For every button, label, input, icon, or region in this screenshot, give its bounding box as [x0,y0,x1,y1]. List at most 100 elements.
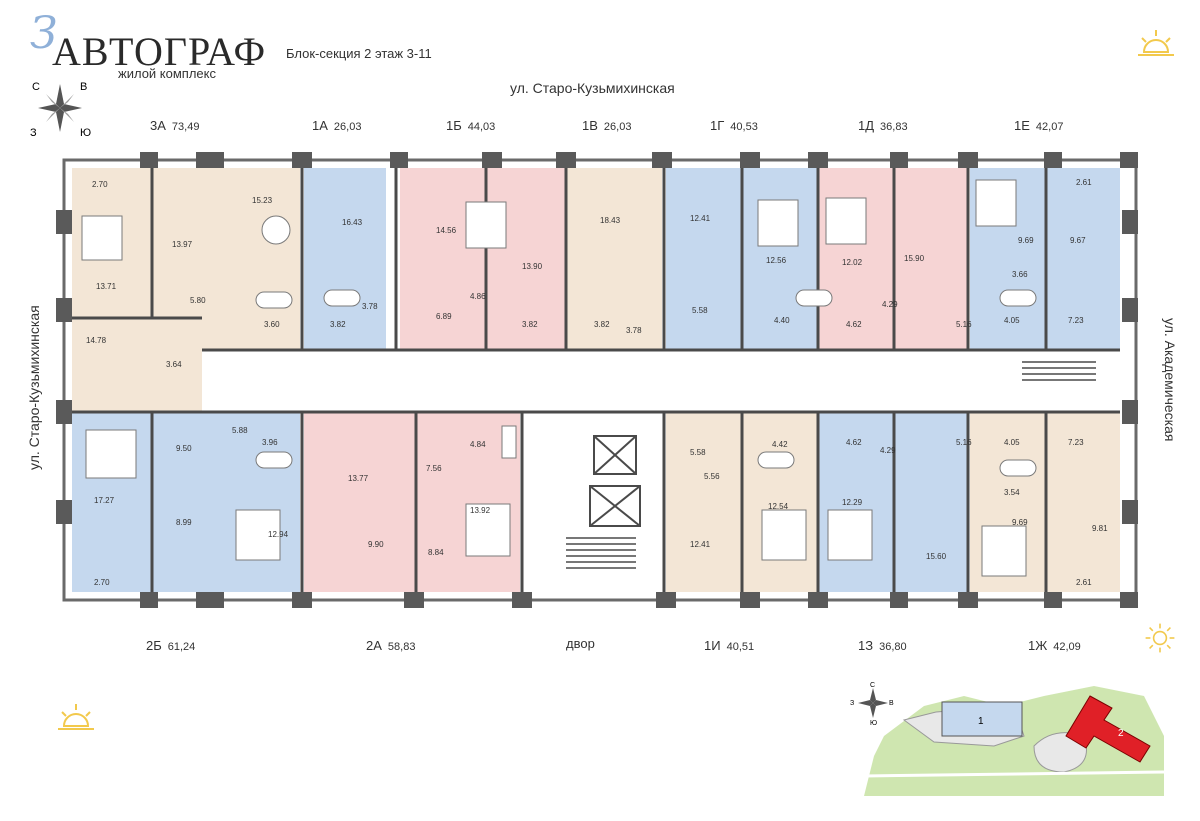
apt-1b [400,168,566,350]
room-area: 3.78 [362,302,378,311]
room-area: 9.69 [1018,236,1034,245]
corridor [202,352,1122,412]
room-area: 3.66 [1012,270,1028,279]
floor-plan [56,152,1138,608]
room-area: 5.56 [704,472,720,481]
compass-w: З [30,127,37,139]
street-label-right: ул. Академическая [1162,318,1178,442]
room-area: 3.82 [522,320,538,329]
site-plan: 1 2 [863,686,1165,796]
room-area: 12.02 [842,258,863,267]
room-area: 5.80 [190,296,206,305]
room-area: 4.62 [846,320,862,329]
room-area: 4.29 [880,446,896,455]
room-area: 2.70 [94,578,110,587]
compass-s: Ю [80,127,91,139]
compass-e: В [80,81,87,93]
room-area: 13.92 [470,506,491,515]
room-area: 5.16 [956,438,972,447]
room-area: 12.29 [842,498,863,507]
room-area: 9.81 [1092,524,1108,533]
room-area: 3.60 [264,320,280,329]
room-area: 12.41 [690,214,711,223]
room-area: 4.05 [1004,438,1020,447]
apt-2a [304,412,520,592]
room-area: 5.58 [690,448,706,457]
room-area: 12.56 [766,256,787,265]
room-area: 3.82 [330,320,346,329]
page-title: Блок-секция 2 этаж 3-11 [286,46,432,61]
sun-icon [1145,623,1175,653]
room-area: 2.70 [92,180,108,189]
room-area: 12.94 [268,530,289,539]
room-area: 2.61 [1076,578,1092,587]
svg-text:З: З [850,700,854,707]
building-2-highlight: 2 [1065,695,1151,763]
room-area: 16.43 [342,218,363,227]
room-area: 4.42 [772,440,788,449]
room-area: 4.40 [774,316,790,325]
room-area: 4.05 [1004,316,1020,325]
street-label-top: ул. Старо-Кузьмихинская [510,80,675,96]
room-area: 14.56 [436,226,457,235]
logo-subtitle: жилой комплекс [118,66,216,81]
svg-text:Ю: Ю [870,720,877,726]
courtyard-label: двор [566,636,595,651]
room-area: 13.77 [348,474,369,483]
logo-script-mark: З [30,8,58,59]
room-area: 14.78 [86,336,107,345]
room-area: 4.29 [882,300,898,309]
svg-text:1: 1 [978,716,984,727]
room-area: 15.23 [252,196,273,205]
room-area: 8.84 [428,548,444,557]
street-label-left: ул. Старо-Кузьмихинская [26,305,42,470]
room-area: 5.58 [692,306,708,315]
room-area: 3.82 [594,320,610,329]
room-area: 8.99 [176,518,192,527]
room-area: 7.23 [1068,438,1084,447]
room-area: 5.88 [232,426,248,435]
svg-text:В: В [889,700,894,707]
logo: АВТОГРАФ [52,29,267,74]
apt-1a [304,168,386,350]
room-area: 13.71 [96,282,117,291]
room-area: 3.54 [1004,488,1020,497]
room-area: 7.56 [426,464,442,473]
room-area: 7.23 [1068,316,1084,325]
room-area: 15.90 [904,254,925,263]
room-area: 3.64 [166,360,182,369]
sunrise-icon [1138,30,1174,56]
room-area: 4.84 [470,440,486,449]
room-area: 4.62 [846,438,862,447]
room-area: 12.41 [690,540,711,549]
room-area: 9.90 [368,540,384,549]
room-area: 3.78 [626,326,642,335]
room-area: 13.90 [522,262,543,271]
svg-text:2: 2 [1118,728,1124,739]
apt-1v [566,168,662,350]
room-area: 13.97 [172,240,193,249]
apt-3a-lower [72,320,202,412]
compass-small-icon: С В Ю З [850,682,894,726]
room-area: 5.16 [956,320,972,329]
compass-icon: С В Ю З [30,81,91,139]
room-area: 12.54 [768,502,789,511]
room-area: 2.61 [1076,178,1092,187]
room-area: 18.43 [600,216,621,225]
room-area: 17.27 [94,496,115,505]
sunset-icon [58,704,94,730]
room-area: 4.86 [470,292,486,301]
room-area: 9.50 [176,444,192,453]
